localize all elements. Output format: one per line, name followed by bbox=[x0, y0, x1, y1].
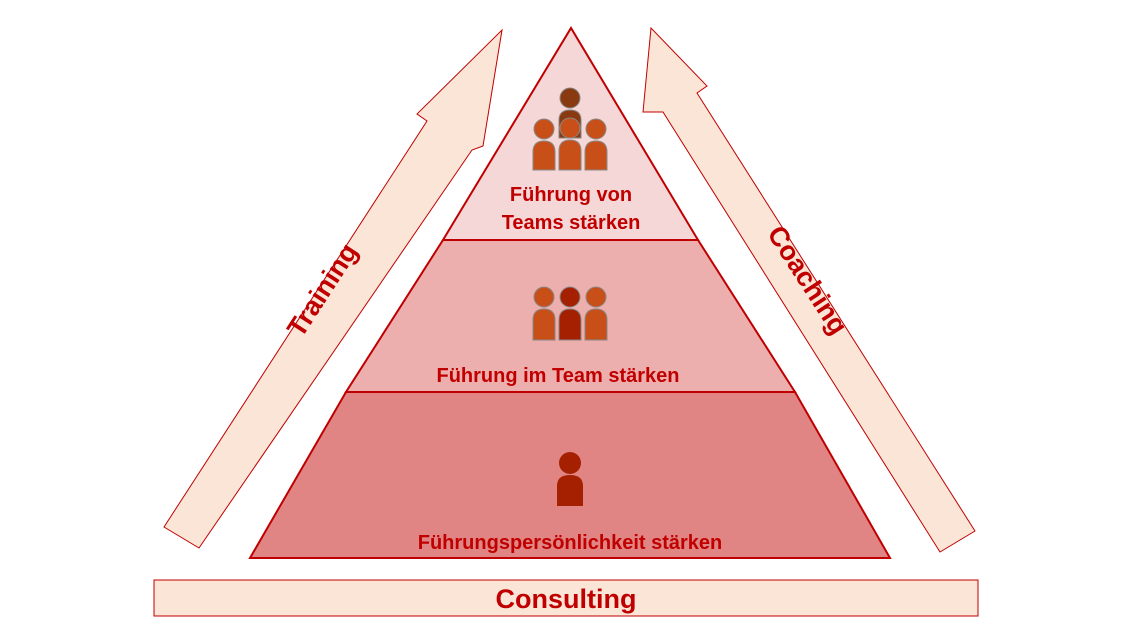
person-icon bbox=[557, 452, 583, 506]
team-icon bbox=[532, 286, 608, 341]
coaching-arrow bbox=[642, 26, 976, 553]
consulting-bar bbox=[153, 579, 979, 617]
tier-bottom-label: Führungspersönlichkeit stärken bbox=[418, 532, 723, 554]
training-arrow bbox=[163, 28, 503, 549]
group-of-teams-icon bbox=[532, 87, 608, 171]
tier-middle-label: Führung im Team stärken bbox=[436, 365, 679, 387]
tier-top-label-line2: Teams stärken bbox=[502, 212, 641, 234]
consulting-label: Consulting bbox=[496, 584, 637, 614]
tier-top-label-line1: Führung von bbox=[510, 184, 632, 206]
